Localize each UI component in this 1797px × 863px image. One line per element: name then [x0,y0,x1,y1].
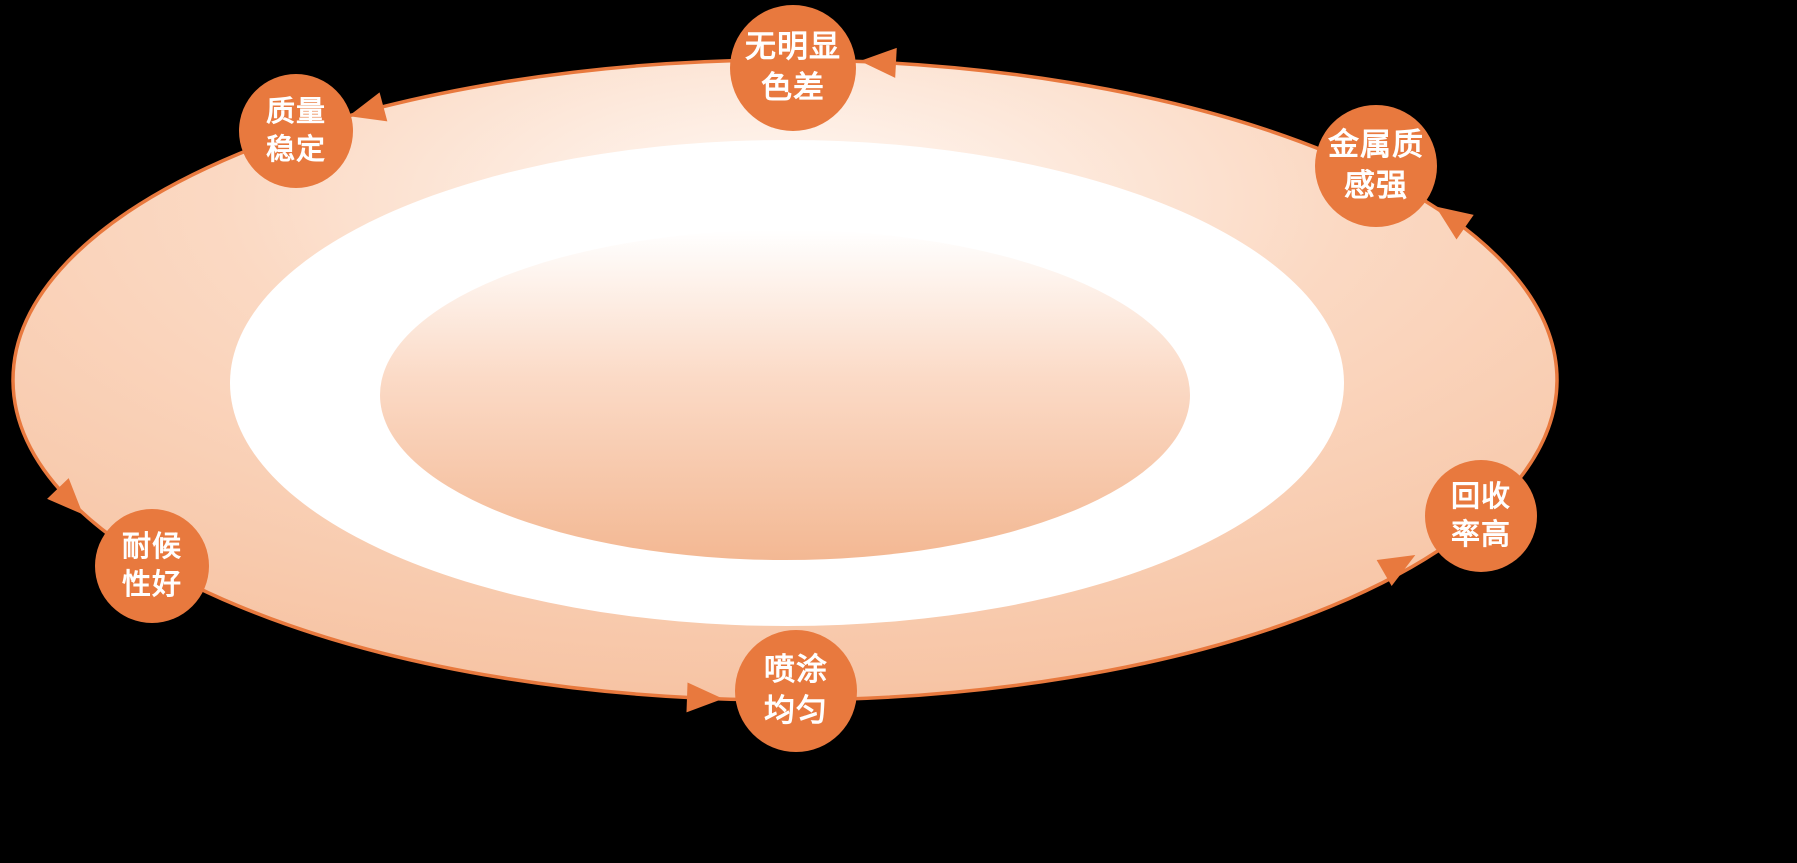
inner-ellipse [380,230,1190,560]
arrow-top-left-icon [348,92,388,122]
badge-label-line: 感强 [1344,168,1408,203]
badge-label-line: 率高 [1450,519,1511,551]
badge-label-line: 性好 [121,569,182,601]
badge-label-line: 均匀 [764,693,828,728]
arrow-bottom-right-icon [1376,555,1416,586]
badge-stable-quality: 质量 稳定 [239,74,353,188]
arrow-top-icon [860,47,897,78]
badge-label-line: 耐候 [121,530,182,563]
badge-uniform-spraying: 喷涂 均匀 [735,630,857,752]
badge-label-line: 稳定 [265,134,326,166]
badge-label-line: 喷涂 [764,652,828,688]
flow-arrows [47,47,1474,713]
badge-label-line: 色差 [761,70,825,105]
badge-no-color-difference: 无明显 色差 [730,5,856,131]
badge-label-line: 质量 [265,95,326,128]
badge-label-line: 金属质 [1328,127,1424,163]
badge-label-line: 回收 [1450,480,1511,513]
badge-high-recovery-rate: 回收 率高 [1425,460,1537,572]
arrow-left-icon [47,478,83,515]
badge-metallic-texture: 金属质 感强 [1315,105,1437,227]
badge-weather-resistance: 耐候 性好 [95,509,209,623]
arrow-bottom-icon [686,682,723,713]
badge-label-line: 无明显 [745,29,841,65]
arrow-top-right-icon [1435,206,1474,240]
